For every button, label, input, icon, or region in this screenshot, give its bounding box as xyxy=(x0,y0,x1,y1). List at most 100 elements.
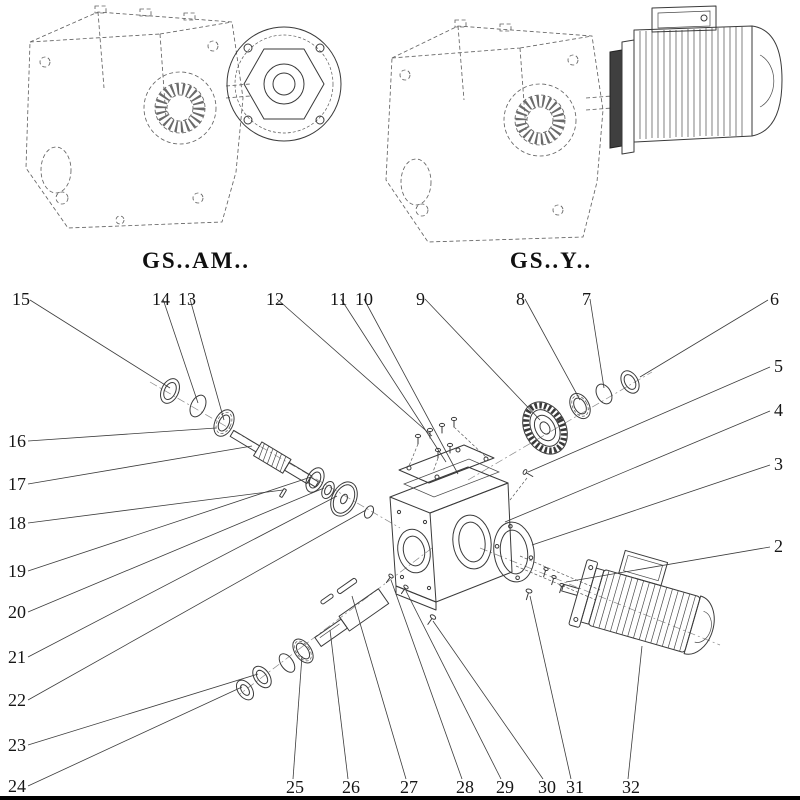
leader-28 xyxy=(390,579,463,780)
leader-24 xyxy=(27,686,243,787)
leader-32 xyxy=(627,645,643,780)
leader-11 xyxy=(340,298,447,463)
leader-19 xyxy=(27,476,312,572)
part-output-seal-ring xyxy=(252,665,272,689)
part-flange-bolts xyxy=(515,555,601,601)
callout-21: 21 xyxy=(8,647,26,667)
part-helical-gear xyxy=(522,401,568,455)
part-input-retaining-ring xyxy=(189,394,207,418)
callout-13: 13 xyxy=(178,289,196,309)
leader-26 xyxy=(329,629,349,780)
part-small-ring xyxy=(363,505,375,519)
leader-14 xyxy=(162,298,199,404)
leader-7 xyxy=(589,298,605,389)
callout-17: 17 xyxy=(8,474,26,494)
part-washer xyxy=(321,481,335,499)
callout-31: 31 xyxy=(566,777,584,797)
leader-12 xyxy=(276,298,433,437)
part-output-circlip xyxy=(278,653,296,673)
part-housing-screw-b xyxy=(400,584,409,595)
part-output-pin xyxy=(320,593,334,605)
callout-6: 6 xyxy=(770,289,779,309)
part-cover-bolts xyxy=(408,416,487,473)
part-circlip xyxy=(595,383,613,405)
callout-10: 10 xyxy=(355,289,373,309)
leader-8 xyxy=(524,298,581,401)
part-gear-housing xyxy=(389,466,513,611)
part-worm-shaft xyxy=(229,429,319,488)
part-key-pin xyxy=(279,488,287,498)
part-output-shaft xyxy=(314,588,390,648)
leader-4 xyxy=(504,410,771,523)
leader-3 xyxy=(531,464,771,546)
figure-gs-y-motor xyxy=(609,5,783,155)
callout-5: 5 xyxy=(774,356,783,376)
part-shim-disc xyxy=(330,481,358,517)
callout-27: 27 xyxy=(400,777,418,797)
callout-28: 28 xyxy=(456,777,474,797)
callout-3: 3 xyxy=(774,454,783,474)
part-cover-gasket xyxy=(403,458,500,498)
leader-20 xyxy=(27,487,325,613)
callout-7: 7 xyxy=(582,289,591,309)
part-output-washer xyxy=(235,679,255,701)
callout-numbers: 15 14 13 12 11 10 9 8 7 6 5 4 3 2 16 17 … xyxy=(8,289,783,797)
callout-30: 30 xyxy=(538,777,556,797)
part-gear-bearing xyxy=(569,392,591,420)
part-output-bearing xyxy=(292,638,314,664)
leader-6 xyxy=(639,299,769,378)
leader-21 xyxy=(27,495,338,658)
callout-24: 24 xyxy=(8,776,26,796)
callout-14: 14 xyxy=(152,289,170,309)
callout-15: 15 xyxy=(12,289,30,309)
variant-left-label: GS..AM.. xyxy=(142,248,250,273)
figure-gs-am-housing xyxy=(25,5,251,229)
callout-12: 12 xyxy=(266,289,284,309)
leader-27 xyxy=(351,595,407,780)
leader-5 xyxy=(527,366,771,473)
callout-25: 25 xyxy=(286,777,304,797)
leader-22 xyxy=(27,509,367,701)
leader-2 xyxy=(565,546,771,583)
leader-10 xyxy=(363,298,459,475)
leader-17 xyxy=(27,445,253,485)
callout-22: 22 xyxy=(8,690,26,710)
part-vent-screw xyxy=(522,469,534,477)
leader-29 xyxy=(405,590,502,780)
part-cover-plate xyxy=(398,444,495,484)
callout-4: 4 xyxy=(774,400,783,420)
part-output-key xyxy=(336,577,358,595)
leader-16 xyxy=(27,427,217,442)
leader-18 xyxy=(27,489,284,524)
callout-2: 2 xyxy=(774,536,783,556)
page-bottom-border xyxy=(0,796,800,800)
part-gear-seal-ring xyxy=(620,370,640,394)
leader-15 xyxy=(29,299,171,389)
variant-right-label: GS..Y.. xyxy=(510,248,592,273)
leader-lines xyxy=(27,298,771,787)
part-worm-bearing xyxy=(305,467,325,493)
part-input-bearing xyxy=(213,409,235,437)
callout-23: 23 xyxy=(8,735,26,755)
part-housing-screw-c xyxy=(427,614,437,625)
leader-25 xyxy=(292,655,303,780)
callout-20: 20 xyxy=(8,602,26,622)
part-electric-motor xyxy=(561,549,715,655)
callout-9: 9 xyxy=(416,289,425,309)
callout-18: 18 xyxy=(8,513,26,533)
leader-13 xyxy=(189,298,225,421)
figure-gs-am-output-flange xyxy=(226,26,342,142)
part-motor-flange-ring xyxy=(493,521,535,583)
callout-16: 16 xyxy=(8,431,26,451)
callout-19: 19 xyxy=(8,561,26,581)
part-housing-screw-a xyxy=(385,573,394,584)
callout-32: 32 xyxy=(622,777,640,797)
leader-9 xyxy=(424,298,541,421)
figure-gs-y-housing xyxy=(385,19,613,243)
leader-31 xyxy=(529,595,572,780)
part-input-seal-ring xyxy=(160,378,180,404)
callout-29: 29 xyxy=(496,777,514,797)
callout-11: 11 xyxy=(330,289,347,309)
